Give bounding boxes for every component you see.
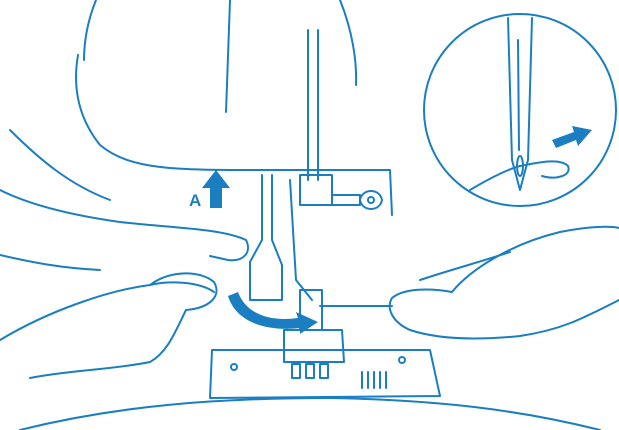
feed-dog-3 bbox=[320, 364, 328, 378]
plate-screw-left bbox=[231, 364, 237, 370]
arrow-up-icon bbox=[202, 170, 230, 208]
presser-bar bbox=[250, 175, 282, 300]
machine-arm-outline bbox=[76, 55, 392, 215]
left-thumb bbox=[150, 282, 214, 292]
right-hand bbox=[390, 227, 619, 339]
feed-dog-1 bbox=[292, 364, 300, 378]
thumb-screw-dot bbox=[368, 197, 374, 203]
right-finger-crease bbox=[420, 252, 510, 280]
left-finger-curve bbox=[10, 130, 110, 200]
machine-bed-front bbox=[20, 398, 600, 430]
left-wrist bbox=[0, 255, 100, 270]
needle-bar bbox=[308, 30, 318, 180]
plate-screw-right bbox=[399, 357, 405, 363]
curved-arrow-icon bbox=[228, 292, 318, 334]
needle-bar-holder bbox=[300, 175, 332, 205]
needle-plate bbox=[210, 350, 440, 398]
left-hand-lower bbox=[0, 273, 216, 378]
needle-plate-slots bbox=[362, 372, 386, 388]
magnified-needle-groove bbox=[518, 40, 519, 150]
feed-dog-2 bbox=[306, 364, 314, 378]
presser-foot bbox=[284, 330, 344, 362]
needle-eye-magnifier-icon bbox=[424, 14, 616, 206]
machine-head-edge bbox=[84, 0, 96, 60]
callout-label-a: A bbox=[189, 192, 201, 209]
arrow-right-icon bbox=[552, 126, 592, 148]
machine-arm-edge bbox=[226, 0, 356, 112]
